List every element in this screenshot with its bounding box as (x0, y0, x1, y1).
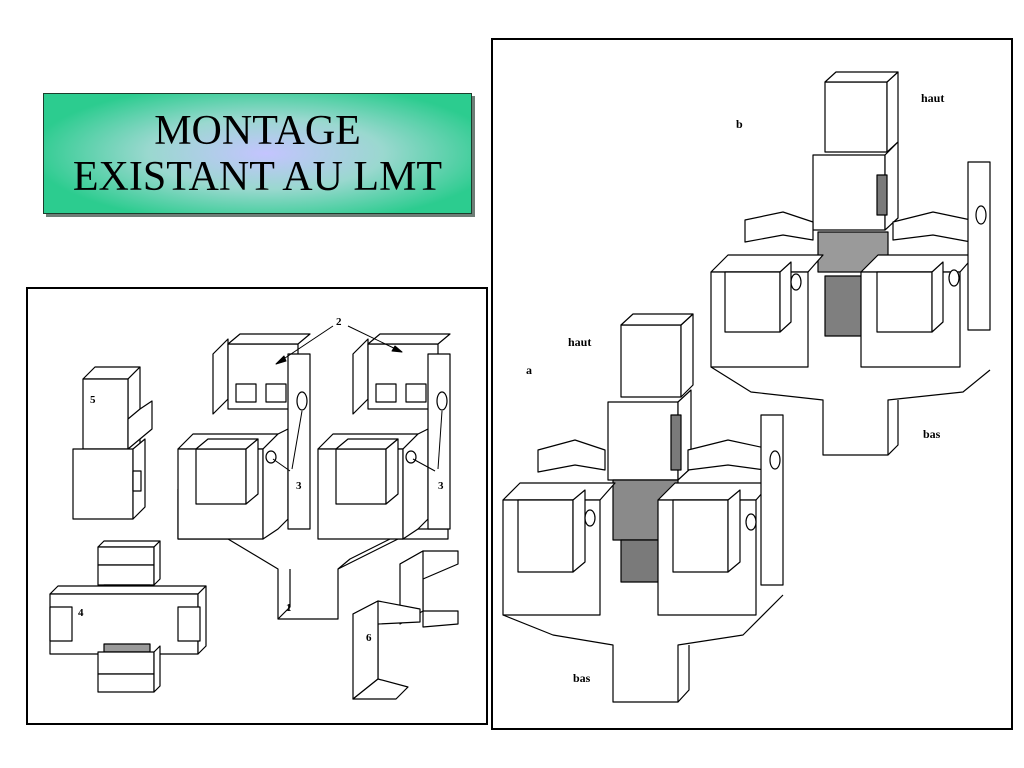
part-6-bracket: 6 (352, 550, 459, 700)
label-part-6: 6 (366, 632, 372, 644)
view-a-top-label: haut (568, 335, 591, 349)
part-2-right-jaw (317, 333, 451, 540)
title-line-2: EXISTANT AU LMT (72, 153, 443, 200)
label-part-2: 2 (336, 316, 342, 328)
exploded-parts-drawing: 5 4 1 (49, 316, 459, 700)
title-line-1: MONTAGE (154, 107, 361, 154)
label-part-1: 1 (286, 602, 292, 614)
assembled-views-panel: b haut bas (491, 38, 1013, 730)
label-part-3-left: 3 (296, 480, 302, 492)
part-2-left-jaw (177, 333, 311, 540)
assembled-views-drawing: b haut bas (502, 71, 991, 703)
view-b-tag: b (736, 117, 743, 131)
title-box: MONTAGE EXISTANT AU LMT (43, 93, 472, 214)
view-a-assembly: a haut bas (502, 313, 784, 703)
view-a-bottom-label: bas (573, 671, 591, 685)
panel-gap (493, 273, 496, 303)
label-part-4: 4 (78, 607, 84, 619)
view-b-top-label: haut (921, 91, 944, 105)
label-part-3-right: 3 (438, 480, 444, 492)
view-b-assembly: b haut bas (710, 71, 991, 456)
view-a-tag: a (526, 363, 532, 377)
part-4-specimen: 4 (49, 540, 207, 693)
part-5-loading-block: 5 (72, 366, 153, 520)
view-b-bottom-label: bas (923, 427, 941, 441)
callouts: 2 3 3 (272, 316, 444, 492)
exploded-parts-panel: 5 4 1 (26, 287, 488, 725)
label-part-5: 5 (90, 394, 96, 406)
